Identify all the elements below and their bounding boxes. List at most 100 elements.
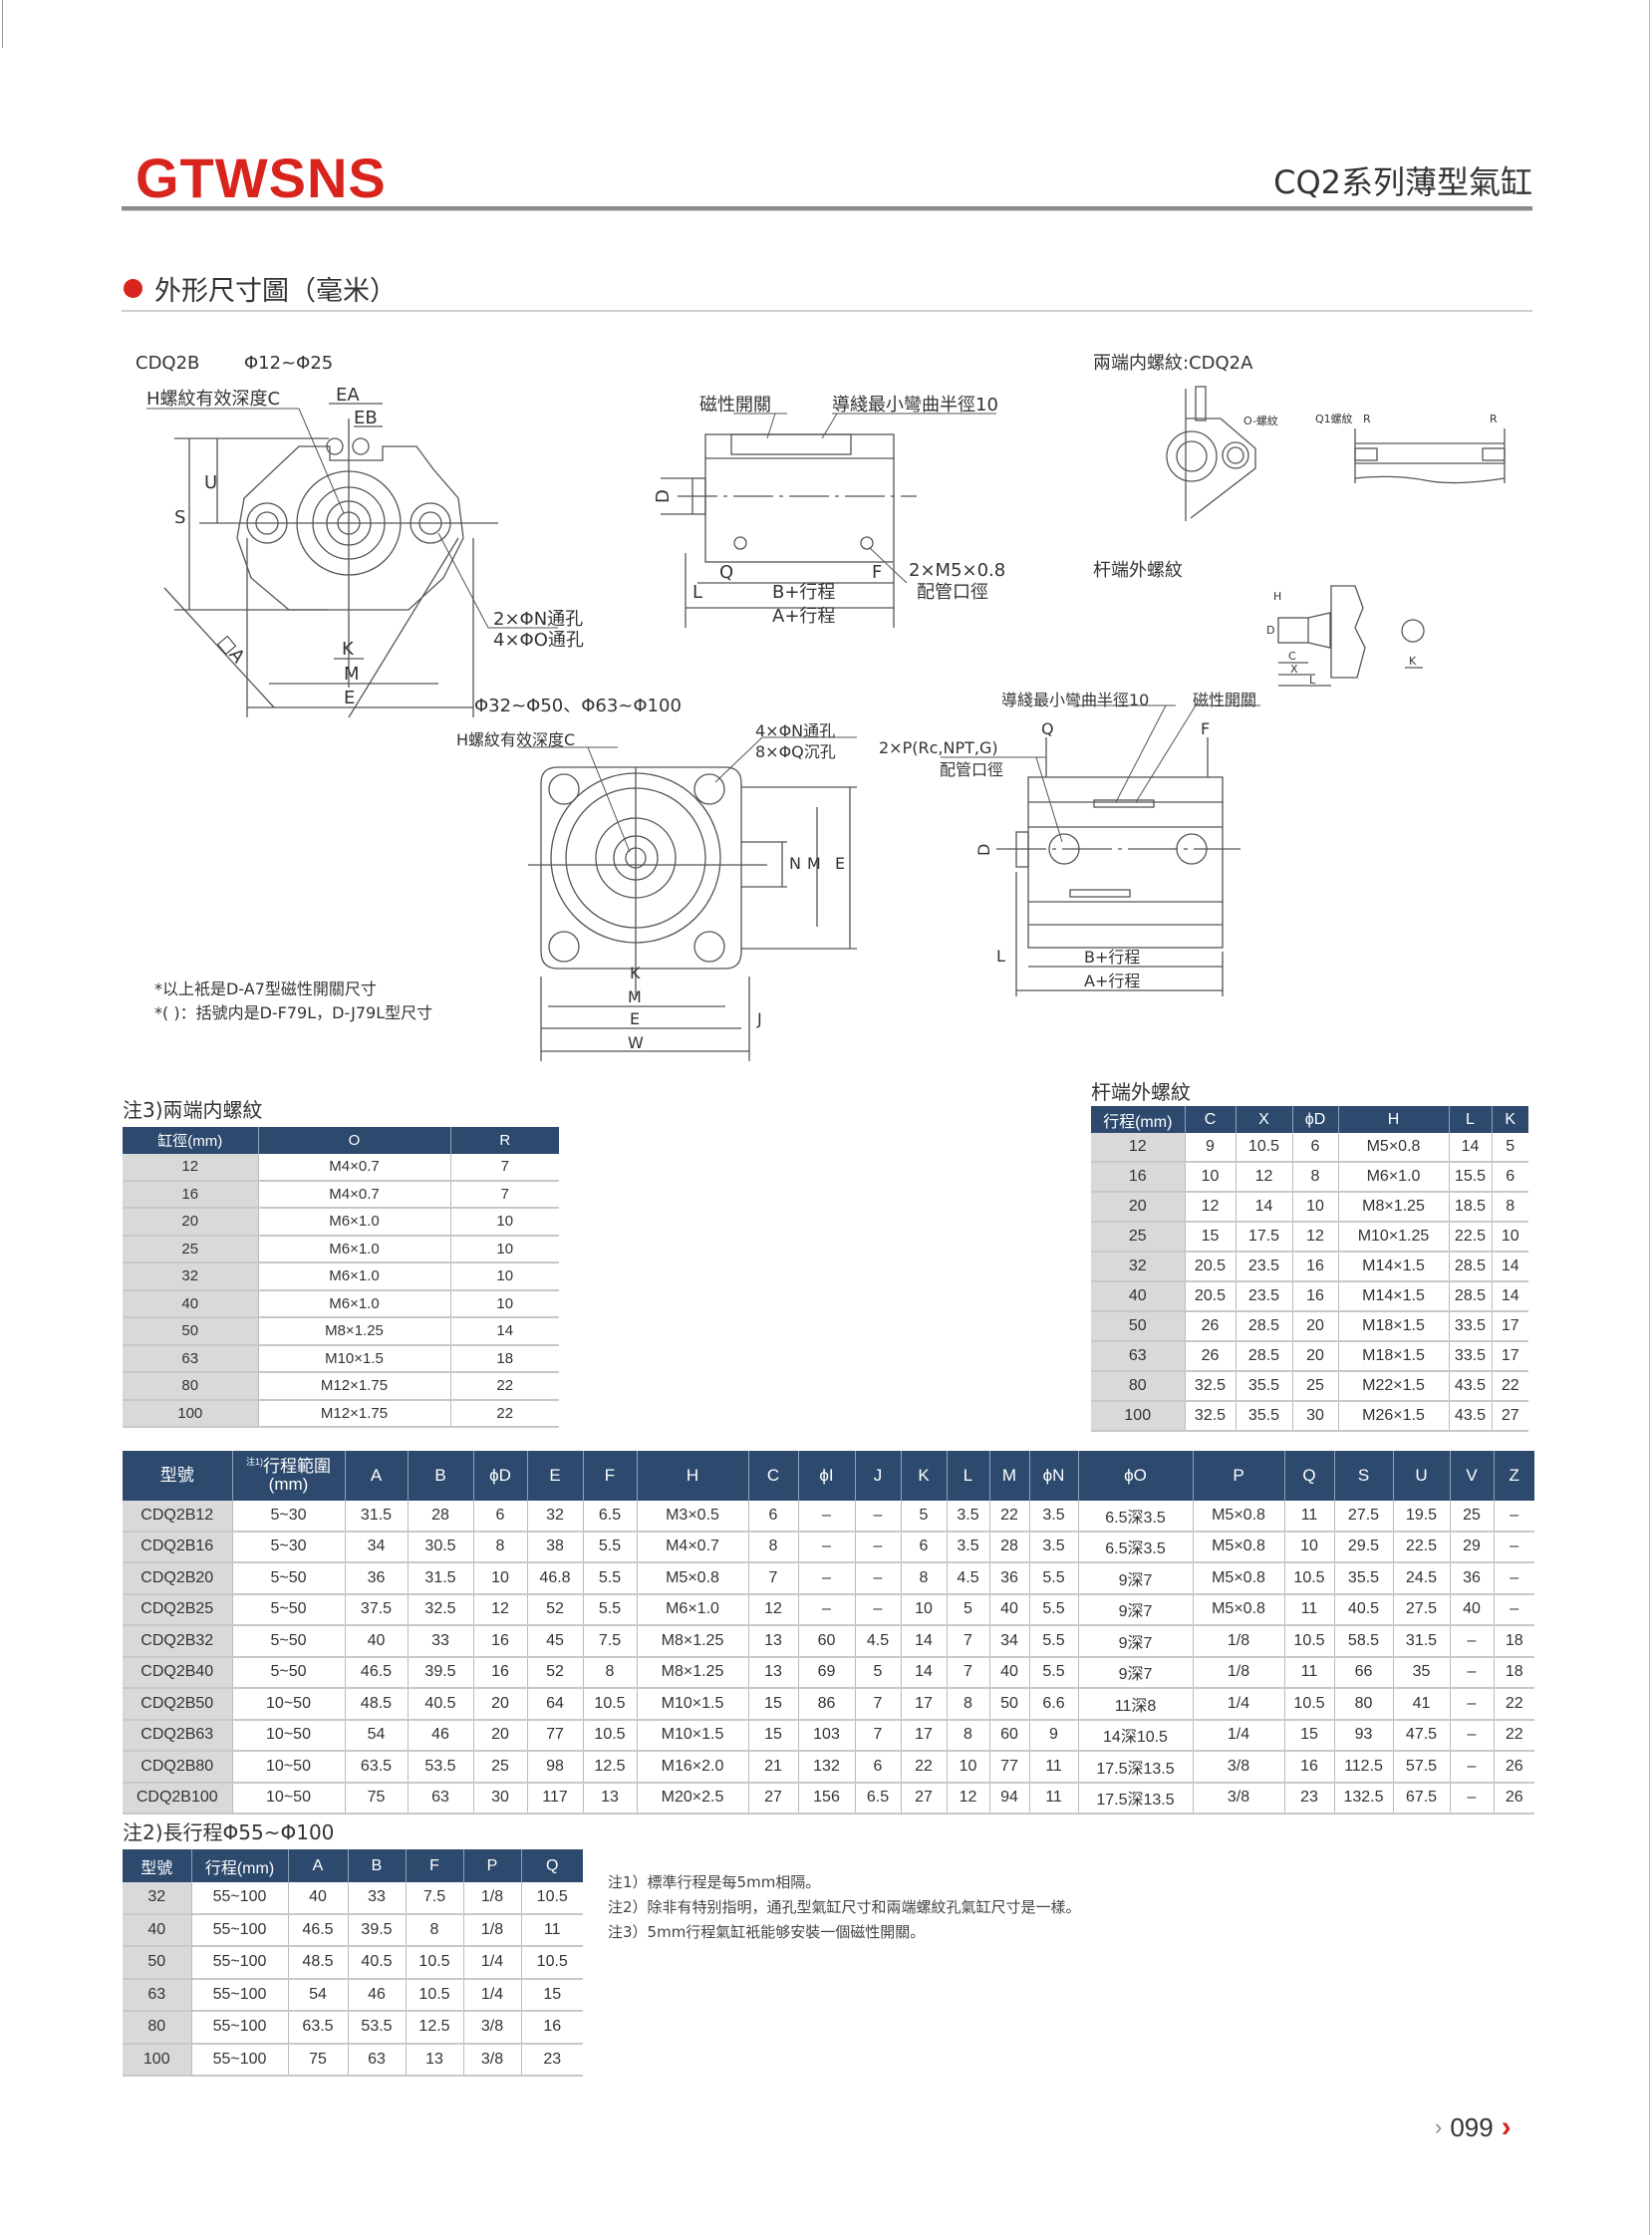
label-f-2: F	[1201, 719, 1210, 738]
label-n: N	[789, 854, 801, 873]
label-k: K	[342, 639, 355, 660]
arrow-right-icon: ›	[1501, 2110, 1512, 2143]
table-cell: 6	[748, 1501, 799, 1533]
brand-logo: GTWSNS	[136, 146, 387, 209]
table-cell: M4×0.7	[258, 1154, 451, 1182]
column-header-label: H	[686, 1466, 699, 1486]
column-header-label: 行程(mm)	[1103, 1113, 1173, 1131]
column-header-label: C	[1204, 1110, 1217, 1128]
table-cell: 40.5	[1334, 1593, 1394, 1626]
table-cell: 28.5	[1236, 1311, 1293, 1342]
table-cell: 8	[947, 1688, 990, 1721]
table-cell: 6.6	[1029, 1688, 1079, 1721]
label-min-bend-radius: 導綫最小彎曲半徑10	[832, 395, 998, 416]
column-header: 缸徑(mm)	[123, 1127, 259, 1154]
column-header: U	[1393, 1451, 1451, 1501]
table-cell: 17.5	[1236, 1222, 1293, 1253]
table-cell: 28.5	[1449, 1281, 1493, 1312]
section-heading: 外形尺寸圖（毫米）	[124, 269, 397, 308]
table-cell: 40.5	[408, 1688, 474, 1721]
table-cell: 45	[527, 1625, 584, 1658]
table-cell: 10	[1185, 1162, 1237, 1193]
label-rod-c: C	[1288, 650, 1296, 663]
column-header: J	[855, 1451, 902, 1501]
column-header-label: 缸徑(mm)	[157, 1133, 223, 1150]
table-cell: 10	[473, 1562, 528, 1595]
label-m-bottom: M	[628, 987, 642, 1006]
label-d-2: D	[974, 844, 993, 856]
table-cell: M4×0.7	[258, 1180, 451, 1209]
column-header: ϕI	[798, 1451, 856, 1501]
table-cell: 37.5	[345, 1593, 409, 1626]
table-cell: 10	[1492, 1222, 1528, 1253]
label-e-bottom: E	[630, 1009, 640, 1028]
column-header: Z	[1494, 1451, 1534, 1501]
row-label-cell: 63	[123, 1344, 259, 1373]
both-ends-thread-view	[1166, 386, 1506, 521]
table-cell: M22×1.5	[1338, 1371, 1450, 1402]
label-e: E	[344, 688, 355, 708]
table-cell: 54	[288, 1978, 349, 2012]
table-cell: 21	[748, 1751, 799, 1784]
table-cell: –	[1494, 1531, 1534, 1563]
page-number: › 099 ›	[1435, 2110, 1512, 2144]
table-cell: 13	[748, 1625, 799, 1658]
table-cell: 14	[450, 1317, 559, 1346]
column-header: 型號	[123, 1849, 192, 1882]
table-cell: 6	[855, 1751, 902, 1784]
table-cell: 10~50	[232, 1782, 346, 1815]
table-cell: 23	[1284, 1782, 1335, 1815]
table-cell: 20	[1292, 1311, 1339, 1342]
table-cell: 12	[1236, 1162, 1293, 1193]
column-header: H	[1338, 1106, 1450, 1133]
table-cell: 27.5	[1393, 1593, 1451, 1626]
both-ends-table-title: 注3)兩端内螺紋	[123, 1098, 263, 1122]
table-cell: 22.5	[1393, 1531, 1451, 1563]
note-1: 注1）標準行程是每5mm相隔。	[608, 1873, 821, 1891]
table-cell: 30	[473, 1782, 528, 1815]
table-cell: 1/8	[463, 1882, 522, 1915]
column-header-label: Q	[1302, 1466, 1316, 1486]
column-header: ϕD	[473, 1451, 528, 1501]
table-cell: 39.5	[408, 1656, 474, 1689]
column-header-label: Z	[1509, 1466, 1519, 1486]
table-cell: 24.5	[1393, 1562, 1451, 1595]
table-cell: 10	[450, 1262, 559, 1291]
side-view-small-bore	[661, 413, 996, 628]
table-cell: 34	[345, 1531, 409, 1563]
table-cell: 10.5	[406, 1978, 464, 2012]
table-cell: 20.5	[1185, 1252, 1237, 1282]
table-cell: 117	[527, 1782, 584, 1815]
table-cell: 6	[901, 1531, 948, 1563]
table-cell: 32.5	[1185, 1401, 1237, 1432]
table-cell: M8×1.25	[637, 1656, 749, 1689]
table-cell: 12	[748, 1593, 799, 1626]
table-cell: 28	[989, 1531, 1030, 1563]
table-cell: 25	[1450, 1501, 1495, 1533]
note-2: 注2）除非有特别指明，通孔型氣缸尺寸和兩端螺紋孔氣缸尺寸是一樣。	[608, 1898, 1081, 1916]
table-cell: 55~100	[191, 2011, 289, 2045]
table-cell: 5~50	[232, 1625, 346, 1658]
table-cell: 7	[450, 1154, 559, 1182]
row-label-cell: 16	[123, 1180, 259, 1209]
label-magnetic-switch-2: 磁性開關	[1193, 691, 1256, 709]
table-cell: 4.5	[855, 1625, 902, 1658]
table-cell: 12	[1292, 1222, 1339, 1253]
table-cell: 7	[947, 1656, 990, 1689]
table-cell: 60	[989, 1719, 1030, 1752]
table-cell: 20	[1292, 1341, 1339, 1372]
column-header-label: X	[1258, 1110, 1269, 1128]
table-cell: 16	[1292, 1252, 1339, 1282]
row-label-cell: 100	[123, 1399, 259, 1428]
column-header: B	[408, 1451, 474, 1501]
table-cell: 8	[1492, 1192, 1528, 1223]
table-cell: 31.5	[345, 1501, 409, 1533]
table-cell: 6	[473, 1501, 528, 1533]
